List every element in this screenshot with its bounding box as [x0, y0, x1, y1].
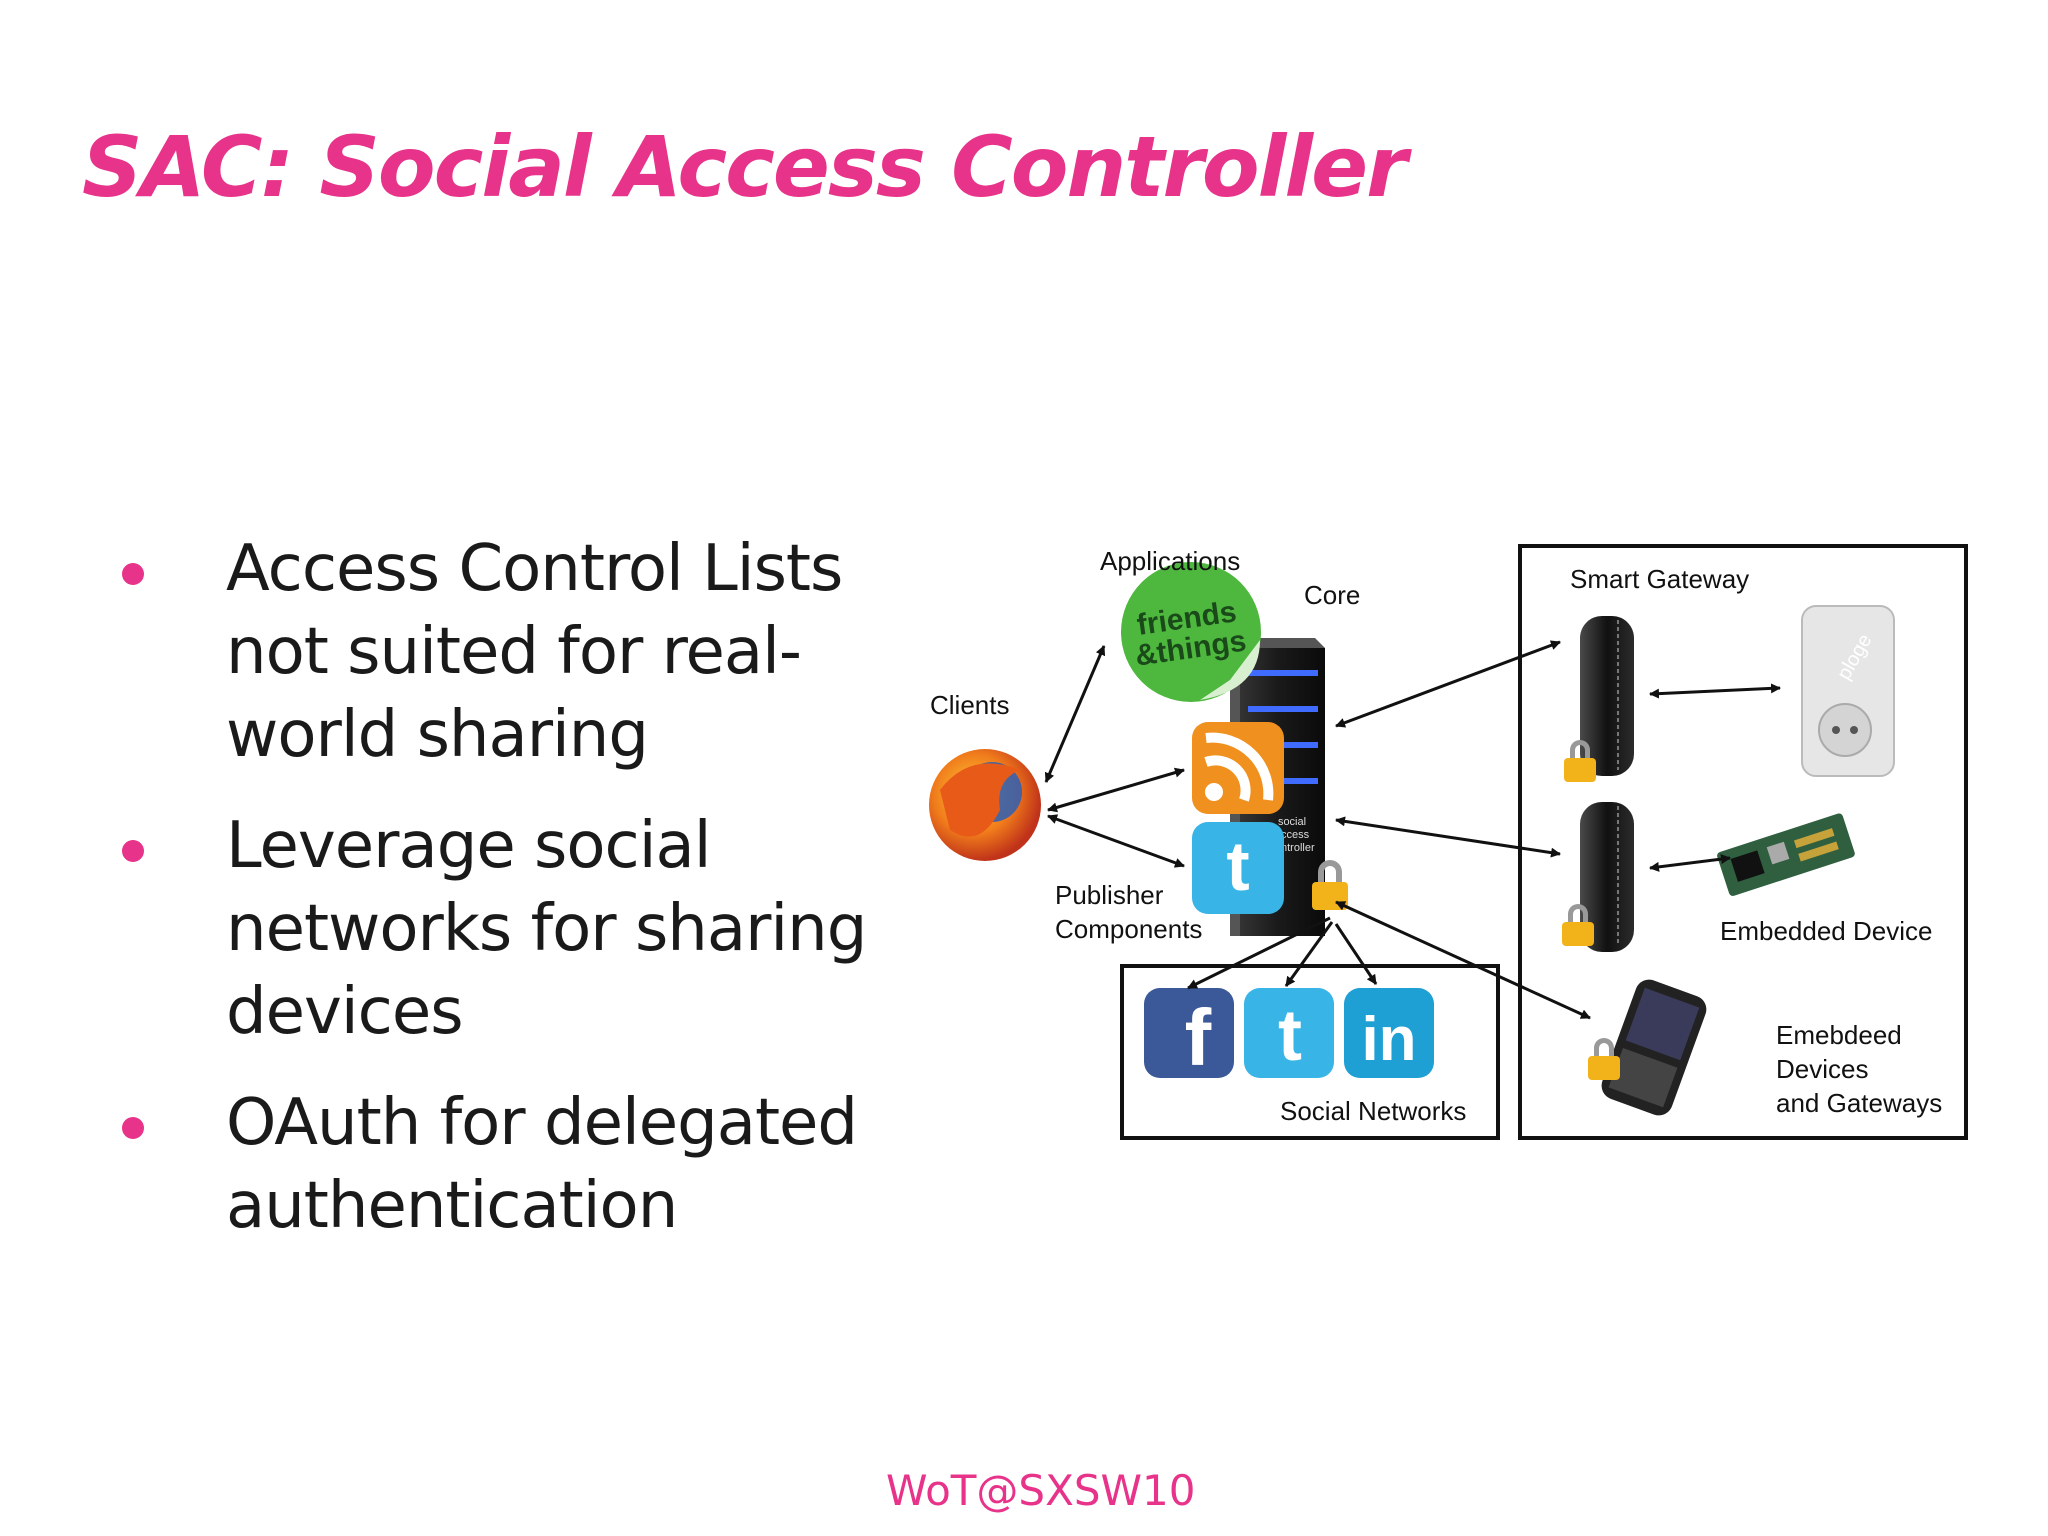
bullet-item: Leverage social networks for sharing dev…: [110, 805, 910, 1054]
facebook-icon: f: [1144, 988, 1234, 1082]
friends-and-things-sticker: friends &things: [1121, 562, 1261, 702]
lock-icon: [1588, 1038, 1620, 1080]
label-components: Components: [1055, 914, 1202, 944]
label-smart-gateway: Smart Gateway: [1570, 564, 1749, 594]
label-emebdeed: Emebdeed: [1776, 1020, 1902, 1050]
smart-plug-icon: ploge: [1801, 605, 1895, 777]
bullet-text: OAuth for delegated authentication: [226, 1086, 858, 1243]
label-devices: Devices: [1776, 1054, 1868, 1084]
server-text: social: [1278, 816, 1306, 828]
embedded-board-icon: [1717, 813, 1855, 896]
label-core: Core: [1304, 580, 1360, 610]
arrow: [1649, 854, 1731, 872]
svg-text:t: t: [1278, 996, 1302, 1076]
sac-architecture-diagram: social access controller friends &things…: [929, 544, 1968, 1140]
arrow: [1649, 683, 1781, 699]
lock-icon: [1564, 740, 1596, 782]
bullet-text: Leverage social networks for sharing dev…: [226, 809, 867, 1049]
linkedin-icon: in: [1344, 988, 1434, 1078]
label-embedded-device: Embedded Device: [1720, 916, 1932, 946]
rss-icon: [1192, 722, 1284, 814]
svg-text:f: f: [1185, 993, 1212, 1082]
label-clients: Clients: [930, 690, 1009, 720]
arrow: [1335, 816, 1561, 858]
svg-text:in: in: [1361, 1005, 1416, 1074]
bullet-item: OAuth for delegated authentication: [110, 1082, 910, 1248]
label-applications: Applications: [1100, 546, 1240, 576]
arrow: [1335, 640, 1561, 728]
twitter-network-icon: t: [1244, 988, 1334, 1078]
svg-text:t: t: [1226, 827, 1249, 905]
arrow: [1047, 814, 1185, 868]
arrow: [1187, 916, 1331, 990]
arrow: [1334, 923, 1378, 985]
label-publisher: Publisher: [1055, 880, 1164, 910]
arrow: [1044, 645, 1106, 783]
bullet-item: Access Control Lists not suited for real…: [110, 528, 910, 777]
bullet-dot-icon: [122, 563, 144, 585]
label-and-gateways: and Gateways: [1776, 1088, 1942, 1118]
slide-footer: WoT@SXSW10: [886, 1466, 1196, 1515]
gateway-icon: [1580, 802, 1634, 952]
twitter-icon: t: [1192, 822, 1284, 914]
social-networks-box: [1120, 964, 1500, 1140]
bullet-dot-icon: [122, 1117, 144, 1139]
firefox-icon: [929, 749, 1041, 861]
gateway-icon: [1580, 616, 1634, 776]
arrow: [1047, 767, 1185, 813]
bullet-dot-icon: [122, 840, 144, 862]
label-social-networks: Social Networks: [1280, 1096, 1466, 1126]
arrow: [1335, 900, 1591, 1020]
bullet-list: Access Control Lists not suited for real…: [110, 528, 910, 1276]
phone-icon: [1601, 979, 1707, 1116]
bullet-text: Access Control Lists not suited for real…: [226, 532, 843, 772]
arrow: [1284, 921, 1334, 987]
slide-title: SAC: Social Access Controller: [82, 118, 1408, 216]
